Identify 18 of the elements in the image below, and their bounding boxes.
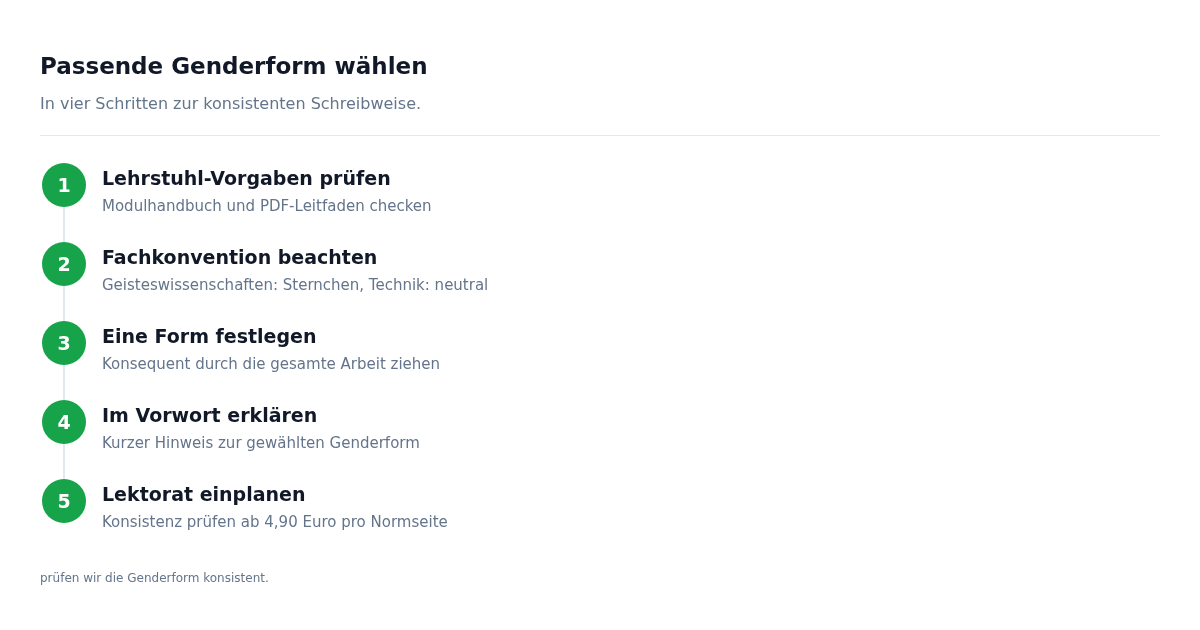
- step-description: Geisteswissenschaften: Sternchen, Technik: neutral: [102, 275, 489, 296]
- step-number-circle: 1: [42, 163, 86, 207]
- step-number-circle: 3: [42, 321, 86, 365]
- step-number-circle: 4: [42, 400, 86, 444]
- step-heading: Lektorat einplanen: [102, 482, 306, 507]
- diagram-title: Passende Genderform wählen: [40, 52, 428, 81]
- step-heading: Fachkonvention beachten: [102, 245, 378, 270]
- footer-note: prüfen wir die Genderform konsistent.: [40, 570, 269, 587]
- step-heading: Im Vorwort erklären: [102, 403, 318, 428]
- subtitle-text: In vier Schritten zur konsistenten Schreibweise.: [40, 93, 422, 115]
- step-number-circle: 5: [42, 479, 86, 523]
- step-description: Kurzer Hinweis zur gewählten Genderform: [102, 433, 420, 454]
- step-description: Konsistenz prüfen ab 4,90 Euro pro Normseite: [102, 512, 448, 533]
- step-number-circle: 2: [42, 242, 86, 286]
- step-description: Konsequent durch die gesamte Arbeit ziehen: [102, 354, 441, 375]
- step-heading: Eine Form festlegen: [102, 324, 317, 349]
- step-heading: Lehrstuhl-Vorgaben prüfen: [102, 166, 391, 191]
- step-description: Modulhandbuch und PDF-Leitfaden checken: [102, 196, 432, 217]
